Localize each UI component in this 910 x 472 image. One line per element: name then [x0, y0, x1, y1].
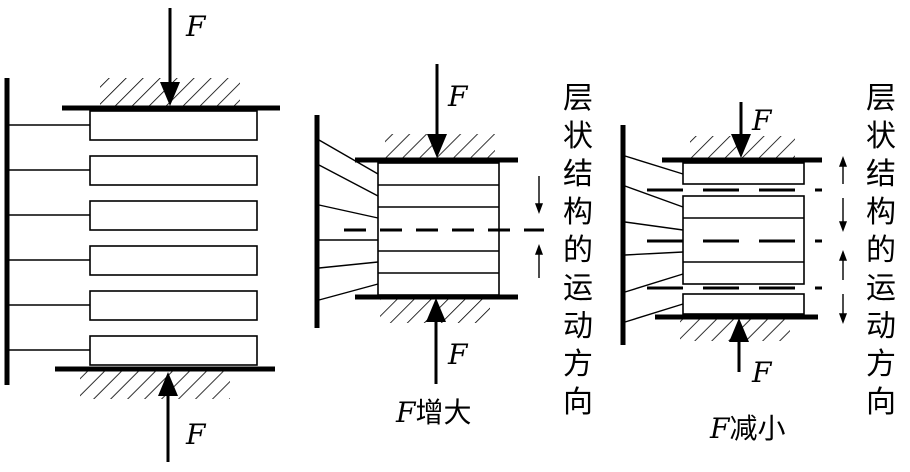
right-top-force-label: F — [751, 104, 773, 137]
left-layers — [89, 110, 258, 366]
layer-block — [89, 290, 258, 321]
vertical-label-char: 的 — [866, 233, 896, 268]
vertical-label-char: 状 — [563, 119, 593, 154]
vertical-label-middle: 层 状 结 构 的 运 动 方 向 — [563, 81, 593, 420]
vertical-label-char: 动 — [563, 309, 593, 344]
layer-block — [89, 155, 258, 186]
right-caption-symbol: F — [709, 412, 731, 445]
vertical-label-char: 向 — [866, 385, 896, 420]
middle-top-force-label: F — [447, 80, 469, 113]
right-caption-text: 减小 — [729, 412, 785, 445]
layer-block — [89, 110, 258, 141]
middle-caption-symbol: F — [395, 396, 417, 429]
layer-block — [682, 162, 805, 185]
right-interface-dashes — [647, 188, 822, 290]
layer-block — [682, 293, 805, 315]
vertical-label-char: 运 — [563, 271, 593, 306]
vertical-label-char: 的 — [563, 233, 593, 268]
middle-connectors — [318, 139, 379, 301]
vertical-label-char: 动 — [866, 309, 896, 344]
diagram-right: F F F减小 — [620, 102, 848, 445]
right-caption: F减小 — [709, 412, 785, 445]
vertical-label-char: 结 — [563, 157, 593, 192]
middle-bottom-force-arrow — [426, 298, 446, 384]
left-connectors — [9, 124, 90, 351]
left-bottom-support — [55, 366, 275, 399]
right-bottom-force-label: F — [751, 356, 773, 389]
left-top-force-arrow — [160, 8, 180, 106]
right-layers — [682, 162, 805, 315]
vertical-label-char: 层 — [563, 81, 593, 116]
right-bottom-force-arrow — [729, 318, 749, 372]
middle-caption-text: 增大 — [415, 396, 471, 429]
layer-block — [89, 335, 258, 366]
vertical-label-char: 方 — [563, 347, 593, 382]
left-bottom-force-arrow — [158, 372, 178, 462]
diagram-middle: F F F增大 — [314, 64, 544, 429]
vertical-label-char: 结 — [866, 157, 896, 192]
layer-block — [89, 245, 258, 276]
vertical-label-char: 状 — [866, 119, 896, 154]
vertical-label-right: 层 状 结 构 的 运 动 方 向 — [866, 81, 896, 420]
middle-caption: F增大 — [395, 396, 471, 429]
right-top-force-arrow — [731, 102, 751, 158]
vertical-label-char: 构 — [866, 195, 896, 230]
vertical-label-char: 层 — [866, 81, 896, 116]
diagram-left: F F — [4, 8, 280, 462]
middle-bottom-force-label: F — [447, 338, 469, 371]
vertical-label-char: 向 — [563, 385, 593, 420]
layer-block — [89, 200, 258, 231]
middle-motion-arrows — [534, 176, 544, 278]
left-bottom-force-label: F — [185, 418, 207, 451]
right-motion-arrows — [838, 156, 848, 324]
left-top-force-label: F — [185, 10, 207, 43]
vertical-label-char: 运 — [866, 271, 896, 306]
right-connectors — [624, 155, 684, 323]
vertical-label-char: 方 — [866, 347, 896, 382]
vertical-label-char: 构 — [563, 195, 593, 230]
middle-top-force-arrow — [427, 64, 447, 158]
